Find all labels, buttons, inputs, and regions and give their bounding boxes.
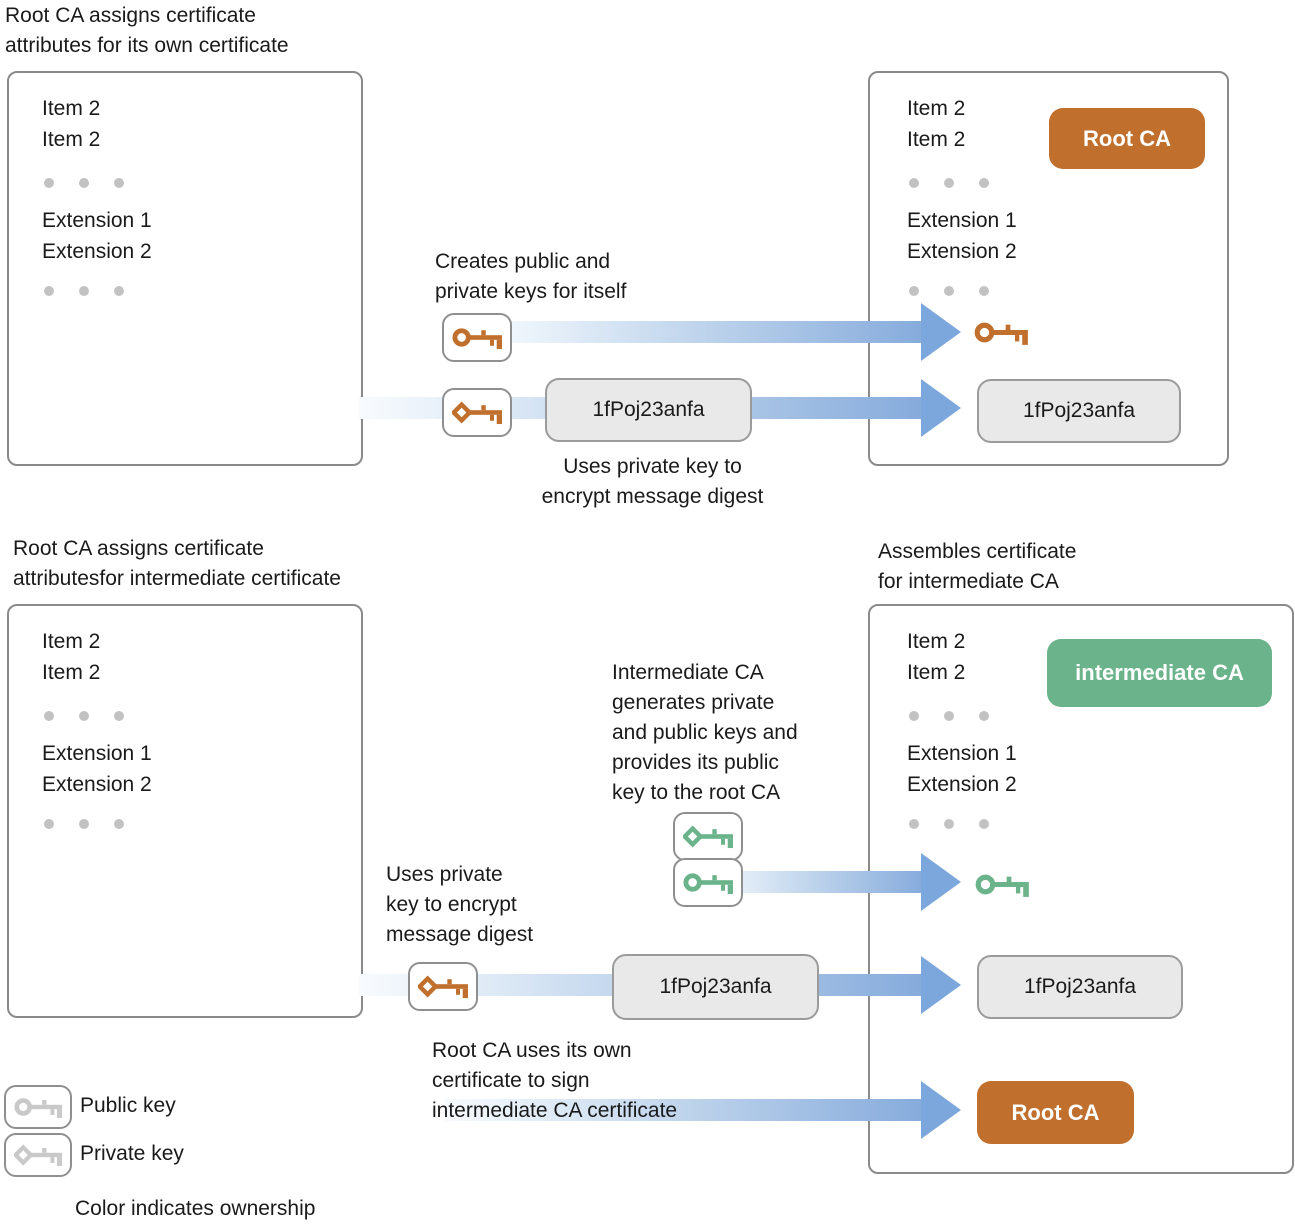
signature-box: 1fPoj23anfa <box>977 379 1181 443</box>
cert-extension: Extension 2 <box>907 773 1017 796</box>
cert-box-intermediate-template: Item 2 Item 2 Extension 1 Extension 2 <box>7 604 363 1018</box>
cert-item: Item 2 <box>907 661 966 684</box>
cert-extension: Extension 1 <box>42 209 152 232</box>
signature-box: 1fPoj23anfa <box>545 378 752 442</box>
cert-item: Item 2 <box>42 128 101 151</box>
signature-box: 1fPoj23anfa <box>612 954 819 1020</box>
arrow-shaft-intermediate-public-key <box>700 871 923 893</box>
section2-left-heading: Root CA assigns certificate attributesfo… <box>13 537 341 590</box>
ellipsis-dots <box>909 711 989 721</box>
public-key-icon <box>14 1093 62 1121</box>
private-key-icon <box>452 398 502 427</box>
cert-extension: Extension 2 <box>907 240 1017 263</box>
ellipsis-dots <box>909 178 989 188</box>
legend-public-key-label: Public key <box>80 1094 176 1117</box>
ellipsis-dots <box>44 286 124 296</box>
legend-private-key-label: Private key <box>80 1142 184 1165</box>
private-key-chip <box>408 962 478 1011</box>
arrow-head-signature-intermediate <box>921 956 961 1014</box>
arrow-shaft-public-key <box>475 321 923 343</box>
ellipsis-dots <box>44 819 124 829</box>
private-key-chip <box>673 812 743 861</box>
arrow-head-public-key <box>921 303 961 361</box>
root-ca-badge: Root CA <box>1049 108 1205 169</box>
legend-public-key-chip <box>4 1085 72 1129</box>
cert-item: Item 2 <box>42 661 101 684</box>
private-key-icon <box>683 822 733 851</box>
signature-box: 1fPoj23anfa <box>977 955 1183 1019</box>
section1-left-heading: Root CA assigns certificate attributes f… <box>5 4 289 57</box>
arrow-head-intermediate-public-key <box>921 853 961 911</box>
private-key-chip <box>442 388 512 437</box>
intermediate-ca-badge: intermediate CA <box>1047 639 1272 707</box>
cert-item: Item 2 <box>42 97 101 120</box>
root-signs-label: Root CA uses its own certificate to sign… <box>432 1039 678 1122</box>
ellipsis-dots <box>909 286 989 296</box>
legend-private-key-chip <box>4 1133 72 1177</box>
intermediate-generates-label: Intermediate CA generates private and pu… <box>612 661 798 804</box>
root-ca-badge: Root CA <box>977 1081 1134 1144</box>
cert-extension: Extension 2 <box>42 240 152 263</box>
public-key-chip <box>673 858 743 907</box>
public-key-icon <box>683 868 733 897</box>
creates-keys-label: Creates public and private keys for itse… <box>435 250 627 303</box>
cert-extension: Extension 1 <box>907 742 1017 765</box>
cert-extension: Extension 1 <box>42 742 152 765</box>
uses-private-key-label: Uses private key to encrypt message dige… <box>541 455 764 508</box>
section2-right-heading: Assembles certificate for intermediate C… <box>878 540 1077 593</box>
cert-item: Item 2 <box>42 630 101 653</box>
cert-item: Item 2 <box>907 97 966 120</box>
ellipsis-dots <box>44 711 124 721</box>
cert-box-root-template: Item 2 Item 2 Extension 1 Extension 2 <box>7 71 363 466</box>
public-key-chip <box>442 313 512 362</box>
private-key-icon <box>418 972 468 1001</box>
cert-item: Item 2 <box>907 630 966 653</box>
cert-extension: Extension 1 <box>907 209 1017 232</box>
arrow-head-signature-root <box>921 379 961 437</box>
legend-ownership-note: Color indicates ownership <box>75 1197 316 1220</box>
arrow-shaft-root-signs <box>445 1099 923 1121</box>
public-key-icon <box>975 869 1029 900</box>
public-key-icon <box>974 317 1028 348</box>
public-key-icon <box>452 323 502 352</box>
ellipsis-dots <box>909 819 989 829</box>
cert-item: Item 2 <box>907 128 966 151</box>
private-key-icon <box>14 1141 62 1169</box>
cert-extension: Extension 2 <box>42 773 152 796</box>
arrow-head-root-signs <box>921 1081 961 1139</box>
ellipsis-dots <box>44 178 124 188</box>
uses-private-key-label: Uses private key to encrypt message dige… <box>386 863 534 946</box>
